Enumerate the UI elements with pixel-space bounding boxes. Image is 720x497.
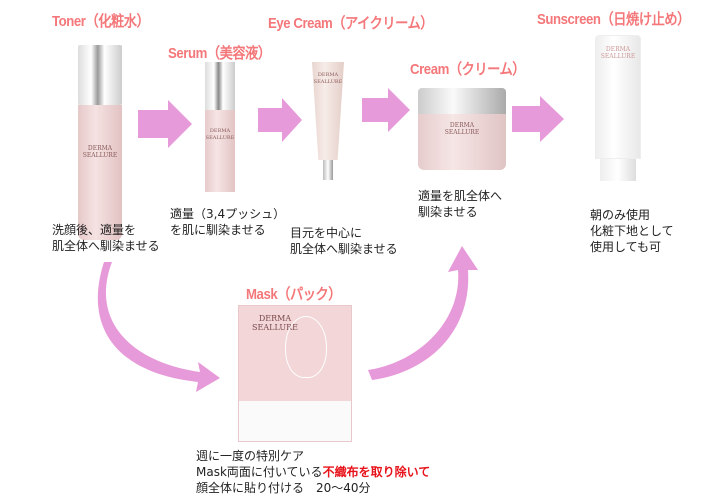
arrow-right-1 bbox=[138, 100, 192, 148]
serum-title: Serum（美容液） bbox=[168, 45, 271, 62]
serum-desc: 適量（3,4プッシュ） を肌に馴染ませる bbox=[170, 207, 286, 237]
toner-title: Toner（化粧水） bbox=[52, 13, 150, 30]
cream-desc: 適量を肌全体へ 馴染ませる bbox=[418, 189, 503, 219]
toner-desc: 洗顔後、適量を 肌全体へ馴染ませる bbox=[52, 223, 160, 253]
eye-cream-title: Eye Cream（アイクリーム） bbox=[268, 15, 434, 32]
sunscreen-desc: 朝のみ使用 化粧下地として 使用しても可 bbox=[590, 208, 674, 254]
curved-arrow-from-mask bbox=[368, 246, 478, 380]
mask-title: Mask（パック） bbox=[246, 286, 342, 303]
eye-cream-desc: 目元を中心に 肌全体へ馴染ませる bbox=[290, 226, 398, 256]
mask-desc-highlight: 不織布を取り除いて bbox=[322, 465, 431, 479]
cream-title: Cream（クリーム） bbox=[410, 61, 526, 78]
arrow-right-4 bbox=[512, 96, 564, 142]
curved-arrow-to-mask bbox=[97, 262, 220, 392]
sunscreen-title: Sunscreen（日焼け止め） bbox=[537, 11, 690, 28]
arrow-right-3 bbox=[362, 88, 410, 132]
mask-desc-line1: 週に一度の特別ケア bbox=[196, 449, 305, 463]
arrow-right-2 bbox=[258, 98, 302, 142]
mask-desc: 週に一度の特別ケア Mask両面に付いている不織布を取り除いて 顔全体に貼り付け… bbox=[196, 448, 430, 496]
mask-desc-line3: 顔全体に貼り付ける 20〜40分 bbox=[196, 481, 371, 495]
mask-desc-line2: Mask両面に付いている bbox=[196, 465, 323, 479]
